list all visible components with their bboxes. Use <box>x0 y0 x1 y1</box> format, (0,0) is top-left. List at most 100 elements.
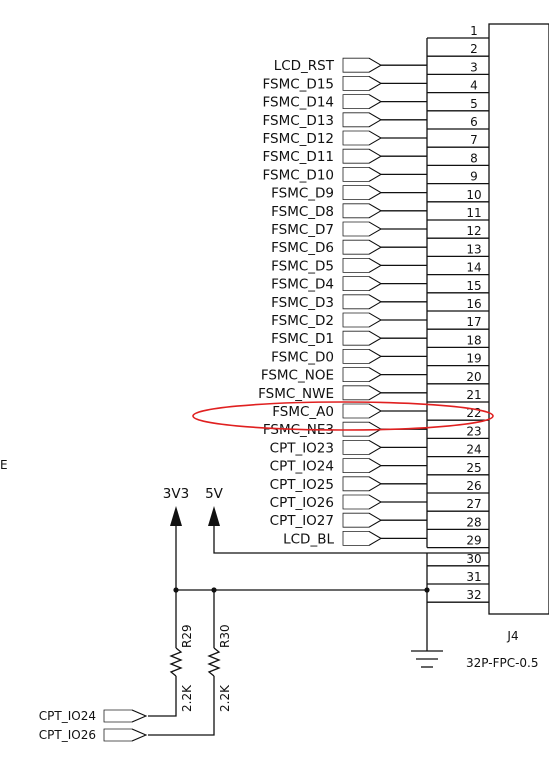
connector-body <box>488 23 549 615</box>
junction-gnd <box>424 587 430 593</box>
highlight-ellipse <box>192 401 494 431</box>
net-flag-fsmc-d6 <box>342 239 427 255</box>
net-label-fsmc-d0: FSMC_D0 <box>271 349 334 365</box>
net-label-fsmc-d9: FSMC_D9 <box>271 186 334 202</box>
pin-number-28: 28 <box>466 515 481 529</box>
net-flag-fsmc-d8 <box>342 203 427 219</box>
net-label-fsmc-d1: FSMC_D1 <box>271 331 334 347</box>
pin-number-18: 18 <box>466 333 481 347</box>
pin-number-24: 24 <box>466 443 481 457</box>
net-flag-fsmc-noe <box>342 367 427 383</box>
connector-footprint: 32P-FPC-0.5 <box>466 656 539 670</box>
net-label-fsmc-d15: FSMC_D15 <box>263 76 335 92</box>
net-label-fsmc-d5: FSMC_D5 <box>271 258 334 274</box>
pin-number-20: 20 <box>466 370 481 384</box>
pin-number-6: 6 <box>470 115 478 129</box>
net-flags <box>342 57 427 546</box>
connector-ref: J4 <box>506 629 518 643</box>
connector-pin-lines <box>426 37 489 603</box>
r30-ref: R30 <box>218 624 232 648</box>
pin-number-25: 25 <box>466 461 481 475</box>
net-label-fsmc-a0: FSMC_A0 <box>272 404 334 420</box>
pin-number-30: 30 <box>466 552 481 566</box>
net-flag-fsmc-d3 <box>342 294 427 310</box>
pin-number-19: 19 <box>466 352 481 366</box>
net-label-fsmc-d10: FSMC_D10 <box>263 167 335 183</box>
net-label-fsmc-noe: FSMC_NOE <box>261 368 334 384</box>
pin-number-4: 4 <box>470 79 478 93</box>
pin-number-10: 10 <box>466 188 481 202</box>
net-label-fsmc-nwe: FSMC_NWE <box>258 386 334 402</box>
pin-number-5: 5 <box>470 97 478 111</box>
r30-value: 2.2K <box>218 684 232 712</box>
r29-body <box>169 647 183 677</box>
pin-number-13: 13 <box>466 242 481 256</box>
net-flag-fsmc-d5 <box>342 257 427 273</box>
net-label-fsmc-d2: FSMC_D2 <box>271 313 334 329</box>
net-labels: LCD_RST FSMC_D15FSMC_D14FSMC_D13FSMC_D12F… <box>258 58 335 547</box>
pin-number-15: 15 <box>466 279 481 293</box>
net-flag-cpt-io25 <box>342 476 427 492</box>
net-label-fsmc-d6: FSMC_D6 <box>271 240 334 256</box>
pin-number-16: 16 <box>466 297 481 311</box>
net-flag-fsmc-d10 <box>342 166 427 182</box>
pin-number-11: 11 <box>466 206 481 220</box>
net-label-cpt-io24: CPT_IO24 <box>270 459 334 475</box>
net-flag-fsmc-d4 <box>342 276 427 292</box>
wire-5v <box>213 526 489 554</box>
pin-number-12: 12 <box>466 224 481 238</box>
power-label-5v: 5V <box>205 486 224 502</box>
pin-number-1: 1 <box>470 24 478 38</box>
net-flag-fsmc-d2 <box>342 312 427 328</box>
pin-number-31: 31 <box>466 570 481 584</box>
pin-number-14: 14 <box>466 261 481 275</box>
net-label-fsmc-d8: FSMC_D8 <box>271 204 334 220</box>
pin-number-23: 23 <box>466 424 481 438</box>
net-flag-lcd-rst <box>342 57 427 73</box>
wire-r29-to-io24 <box>148 676 177 717</box>
net-flag-cpt-io26 <box>342 494 427 510</box>
net-flag-fsmc-d11 <box>342 148 427 164</box>
pin-number-32: 32 <box>466 588 481 602</box>
net-flag-fsmc-d12 <box>342 130 427 146</box>
bottom-net-label-io26: CPT_IO26 <box>39 728 96 742</box>
net-flag-cpt-io23 <box>342 439 427 455</box>
net-label-fsmc-d3: FSMC_D3 <box>271 295 334 311</box>
net-label-fsmc-d13: FSMC_D13 <box>263 113 335 129</box>
pin-number-2: 2 <box>470 42 478 56</box>
net-label-fsmc-d11: FSMC_D11 <box>263 149 335 165</box>
net-label-cpt-io23: CPT_IO23 <box>270 440 334 456</box>
pin-number-7: 7 <box>470 133 478 147</box>
net-label-lcd-rst: LCD_RST <box>274 58 335 74</box>
net-flag-fsmc-d14 <box>342 94 427 110</box>
connector-pin-numbers: 1234567891011121314151617181920212223242… <box>466 24 481 602</box>
ground-symbol <box>411 650 443 668</box>
pin-number-17: 17 <box>466 315 481 329</box>
net-flag-bottom-io24 <box>103 709 148 723</box>
pin-number-29: 29 <box>466 534 481 548</box>
net-label-fsmc-d7: FSMC_D7 <box>271 222 334 238</box>
net-flag-fsmc-d9 <box>342 185 427 201</box>
net-label-fsmc-d4: FSMC_D4 <box>271 277 334 293</box>
net-label-cpt-io26: CPT_IO26 <box>270 495 334 511</box>
net-flag-fsmc-a0 <box>342 403 427 419</box>
net-label-fsmc-d12: FSMC_D12 <box>263 131 335 147</box>
r30-body <box>207 647 221 677</box>
pin-number-26: 26 <box>466 479 481 493</box>
pin-number-8: 8 <box>470 151 478 165</box>
power-3v3-icon <box>170 506 182 526</box>
net-label-lcd-bl: LCD_BL <box>283 531 334 547</box>
net-flag-lcd-bl <box>342 530 427 546</box>
net-flag-fsmc-d7 <box>342 221 427 237</box>
net-flag-fsmc-d13 <box>342 112 427 128</box>
r29-value: 2.2K <box>180 684 194 712</box>
power-label-3v3: 3V3 <box>163 486 189 502</box>
net-flag-fsmc-d1 <box>342 330 427 346</box>
net-label-cpt-io27: CPT_IO27 <box>270 513 334 529</box>
net-label-cpt-io25: CPT_IO25 <box>270 477 334 493</box>
pin-number-27: 27 <box>466 497 481 511</box>
net-label-fsmc-d14: FSMC_D14 <box>263 95 335 111</box>
net-flag-cpt-io27 <box>342 512 427 528</box>
net-flag-fsmc-d15 <box>342 75 427 91</box>
